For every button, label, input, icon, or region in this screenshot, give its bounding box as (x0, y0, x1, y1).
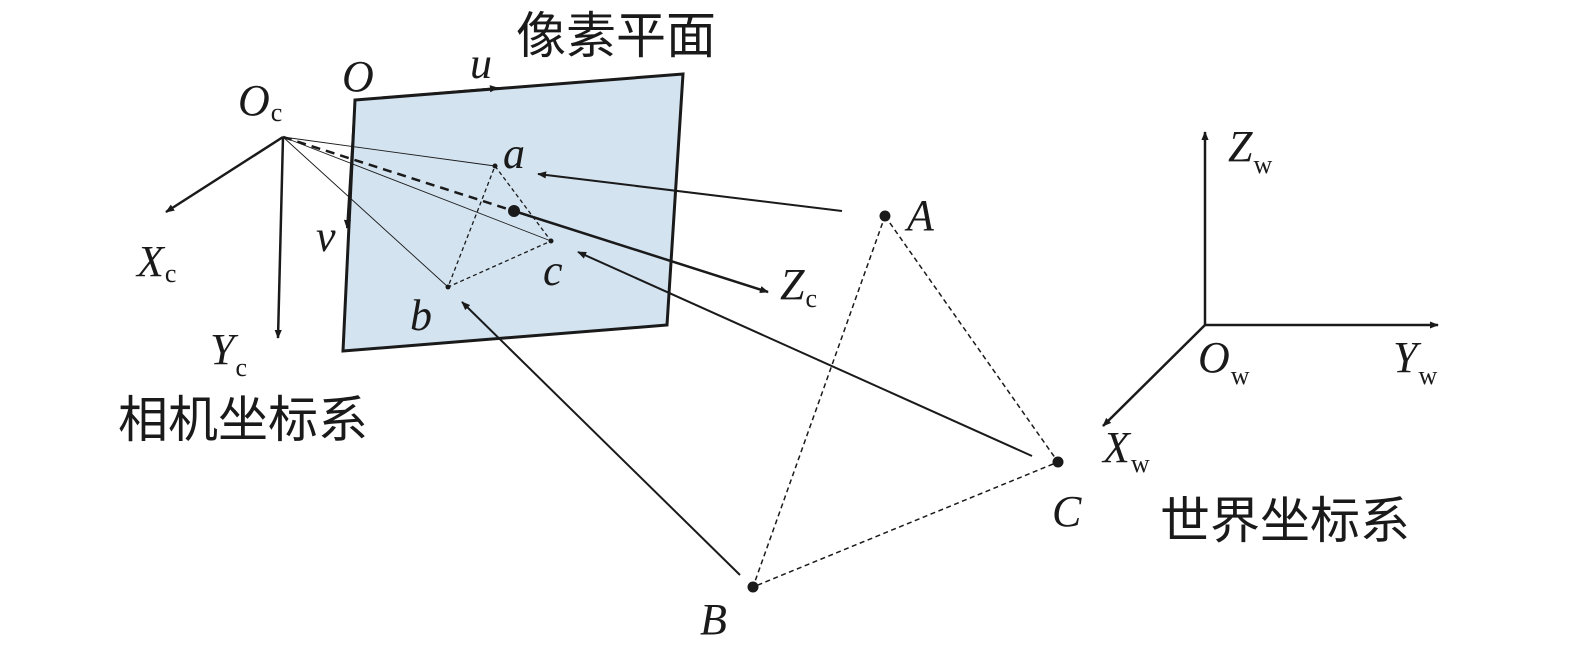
image-point-b (445, 284, 451, 290)
image-label-c: c (543, 246, 563, 295)
image-label-a: a (503, 129, 525, 178)
world-y-label: Yw (1393, 333, 1437, 390)
projection-ray-A (537, 171, 843, 212)
ray-to-b (282, 136, 449, 288)
camera-system-title: 相机坐标系 (118, 391, 368, 449)
world-point-C (1052, 456, 1064, 468)
projection-ray-C (577, 251, 1033, 457)
camera-y-label: Yc (210, 325, 247, 382)
camera-y-axis (274, 136, 285, 339)
world-origin-label: Ow (1198, 333, 1250, 390)
ray-to-c (282, 136, 552, 242)
v-axis-label: v (316, 212, 336, 261)
world-x-axis (1102, 324, 1206, 427)
principal-point (508, 205, 520, 217)
camera-x-label: Xc (135, 237, 176, 288)
camera-z-axis (513, 209, 769, 294)
image-point-c (548, 238, 554, 244)
image-label-b: b (410, 291, 432, 340)
optical-axis-dashed (282, 135, 515, 213)
camera-origin-label: Oc (238, 76, 282, 127)
world-label-C: C (1052, 487, 1082, 536)
camera-z-label: Zc (780, 260, 817, 313)
pixel-origin-label: O (342, 52, 374, 101)
ray-to-a (282, 136, 496, 167)
world-system-title: 世界坐标系 (1160, 492, 1410, 550)
image-point-a (492, 163, 498, 169)
camera-x-axis (165, 135, 284, 214)
u-axis-label: u (470, 39, 492, 88)
u-axis-arrow (354, 85, 499, 101)
world-point-B (747, 581, 759, 593)
world-label-B: B (700, 595, 727, 644)
world-z-label: Zw (1228, 122, 1272, 179)
world-x-label: Xw (1101, 423, 1150, 478)
image-triangle (446, 164, 553, 289)
pixel-plane-title: 像素平面 (516, 7, 716, 65)
v-axis-arrow (343, 99, 356, 229)
world-point-A (879, 210, 891, 222)
world-label-A: A (904, 191, 935, 240)
world-triangle (751, 214, 1060, 589)
projection-ray-B (461, 301, 741, 576)
